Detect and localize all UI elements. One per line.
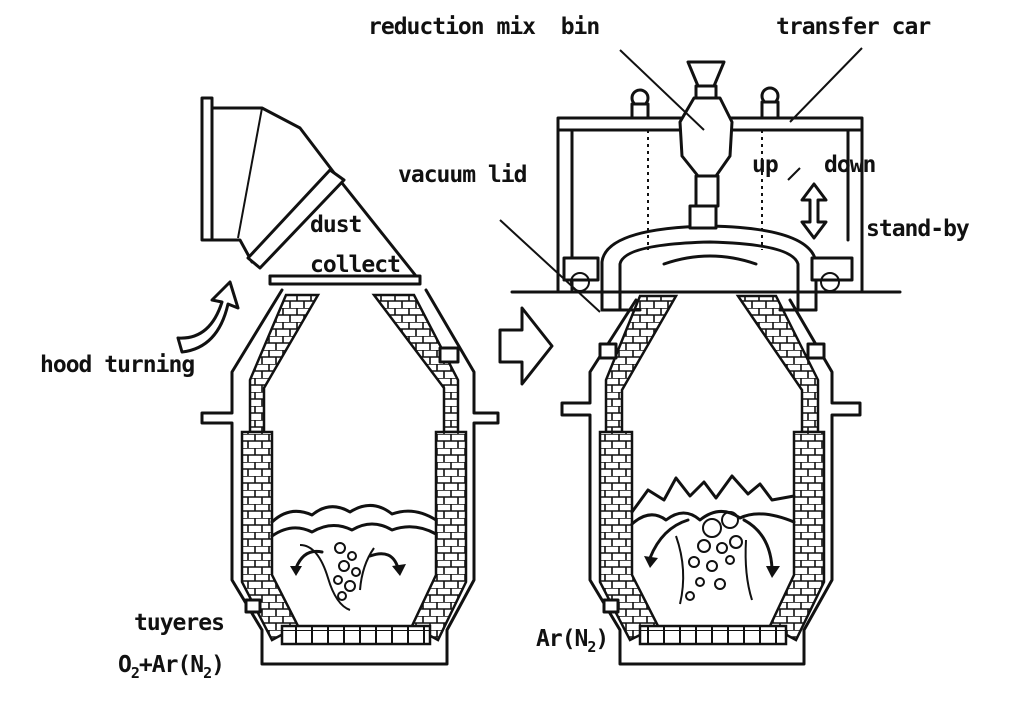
vod-vessel [560,294,862,666]
label-o2-ar-n2: O2+Ar(N2) [118,652,224,682]
label-tuyeres: tuyeres [134,610,224,636]
label-dust: dust [310,212,362,238]
leader-reduction-mix-bin [619,49,705,131]
label-stand-by: stand-by [866,216,970,242]
hood-turning-arrow [176,280,240,354]
label-vacuum-lid: vacuum lid [398,162,527,188]
transition-arrow [498,306,554,386]
label-collect: collect [310,252,400,278]
aod-converter [200,288,500,666]
leader-transfer-car [789,47,863,123]
label-reduction-mix-bin: reduction mix bin [368,14,599,40]
label-hood-turning: hood turning [40,352,194,378]
up-down-arrow [800,182,828,240]
label-ar-n2: Ar(N2) [536,626,608,656]
reduction-mix-bin [678,60,734,208]
label-transfer-car: transfer car [776,14,930,40]
leader-up-down [787,167,801,181]
vacuum-lid [600,204,818,312]
label-up: up [752,152,778,178]
dust-collect-hood [200,96,422,286]
leader-vacuum-lid [499,219,601,313]
label-down: down [824,152,876,178]
